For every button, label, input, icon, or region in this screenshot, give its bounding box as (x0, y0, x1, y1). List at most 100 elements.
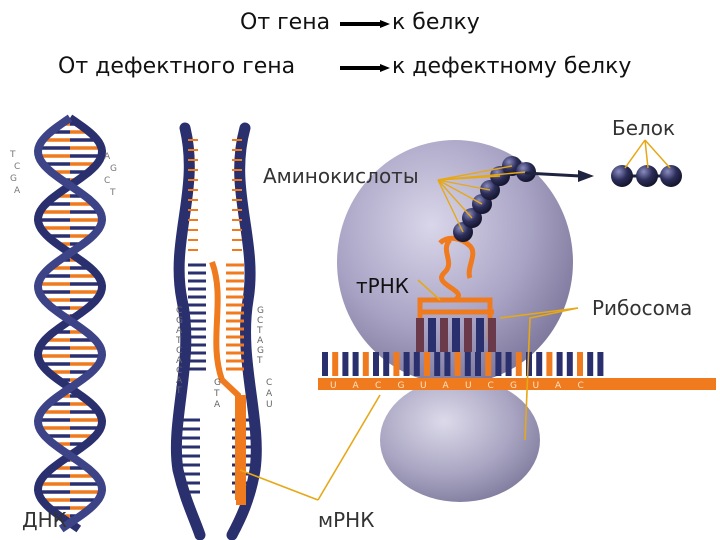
mrna-base (373, 352, 379, 376)
mrna-base (515, 352, 522, 376)
strand-letter: T (214, 389, 220, 399)
strand-letter: C (176, 366, 183, 376)
mrna-base (332, 352, 339, 376)
strand-letter: C (176, 346, 183, 356)
dna-letter: C (104, 176, 111, 186)
mrna-base (587, 352, 594, 376)
dna-letter: T (10, 150, 16, 160)
dna-letter: A (104, 152, 111, 162)
amino-leader-line (437, 179, 483, 205)
strand-letter: T (176, 336, 182, 346)
strand-letter: A (214, 400, 221, 410)
mrna-base (546, 352, 553, 376)
dna-backbone-2 (33, 114, 107, 533)
protein-leader-lines (624, 139, 671, 169)
strand-letter: G (214, 378, 221, 388)
strand-letter: G (176, 316, 183, 326)
mrna-base (342, 352, 349, 376)
dna-letter: A (14, 186, 21, 196)
trna-base (488, 318, 496, 352)
title-from-gene: От гена (240, 10, 331, 35)
mrna-letter: A (443, 381, 450, 391)
title-to-protein: к белку (392, 10, 480, 35)
title-from-defective-gene: От дефектного гена (58, 54, 296, 79)
unwound-dna-strands (170, 122, 262, 540)
title-line-2: От дефектного гена к дефектному белку (0, 52, 720, 86)
strand-letter: T (257, 356, 263, 366)
mrna-base (434, 352, 441, 376)
mrna-letter: G (510, 381, 517, 391)
strand-letter: C (257, 316, 264, 326)
arrow-icon (340, 20, 390, 28)
trna-base (416, 318, 424, 352)
protein-bead (636, 165, 658, 187)
mrna-base (464, 352, 471, 376)
mrna-base (383, 352, 390, 376)
strand-letter: A (257, 336, 264, 346)
label-ribosome: Рибосома (592, 296, 693, 320)
mrna-exit-bar (236, 395, 246, 505)
strand-letter: A (176, 326, 183, 336)
dna-letter: C (14, 162, 21, 172)
title-to-defective-protein: к дефектному белку (392, 54, 632, 79)
strand-letter: A (176, 356, 183, 366)
mrna-letter: U (330, 381, 337, 391)
strand-letter: C (266, 378, 273, 388)
mrna-letter: A (353, 381, 360, 391)
strand-letter: U (266, 400, 273, 410)
strand-letter: G (257, 306, 264, 316)
label-mrna: мРНК (318, 508, 375, 532)
mrna-base (362, 352, 369, 376)
strand-letter: G (257, 346, 264, 356)
mrna-base (526, 352, 532, 376)
ribosome (337, 140, 573, 502)
mrna-base (485, 352, 492, 376)
dna-letter: T (110, 188, 116, 198)
amino-leader-line (437, 171, 527, 181)
dna-letter: G (110, 164, 117, 174)
trna-base (428, 318, 436, 352)
dna-double-helix (33, 114, 107, 533)
mrna-letter: G (398, 381, 405, 391)
protein-bead (611, 165, 633, 187)
mrna-letter: C (578, 381, 584, 391)
mrna-base (536, 352, 543, 376)
trna-base (440, 318, 448, 352)
mrna-base (393, 352, 400, 376)
trna-base (464, 318, 472, 352)
mrna-base (505, 352, 512, 376)
mrna-letter: U (420, 381, 427, 391)
dna-letter: G (10, 174, 17, 184)
amino-leader-line (437, 179, 464, 233)
title-line-1: От гена к белку (0, 8, 720, 42)
mrna-strand-transcription (209, 260, 241, 500)
mrna-base (424, 352, 430, 376)
mrna-base (556, 352, 563, 376)
mrna-base (413, 352, 420, 376)
strand-letter: T (257, 326, 263, 336)
mrna-base (566, 352, 573, 376)
mrna-letter: C (488, 381, 494, 391)
ribosome-small-subunit (380, 378, 540, 502)
mrna-base (577, 352, 583, 376)
mrna-base (444, 352, 451, 376)
arrow-to-protein (524, 170, 594, 182)
mrna-letter: A (555, 381, 562, 391)
amino-acid-leader-lines (437, 165, 527, 233)
trna-base (476, 318, 484, 352)
mrna-base (322, 352, 328, 376)
mrna-letter: C (375, 381, 381, 391)
left-dna-strand (170, 122, 206, 540)
mrna-base (352, 352, 359, 376)
strand-letter: T (176, 386, 182, 396)
label-protein: Белок (612, 116, 676, 140)
label-dna: ДНК (22, 508, 67, 532)
mrna-base (475, 352, 481, 376)
mrna-letter: U (533, 381, 540, 391)
mrna-base (597, 352, 604, 376)
label-leader-lines (239, 279, 579, 501)
amino-leader-line (437, 165, 513, 181)
ribosome-large-subunit (337, 140, 573, 384)
strand-letter: A (266, 389, 273, 399)
